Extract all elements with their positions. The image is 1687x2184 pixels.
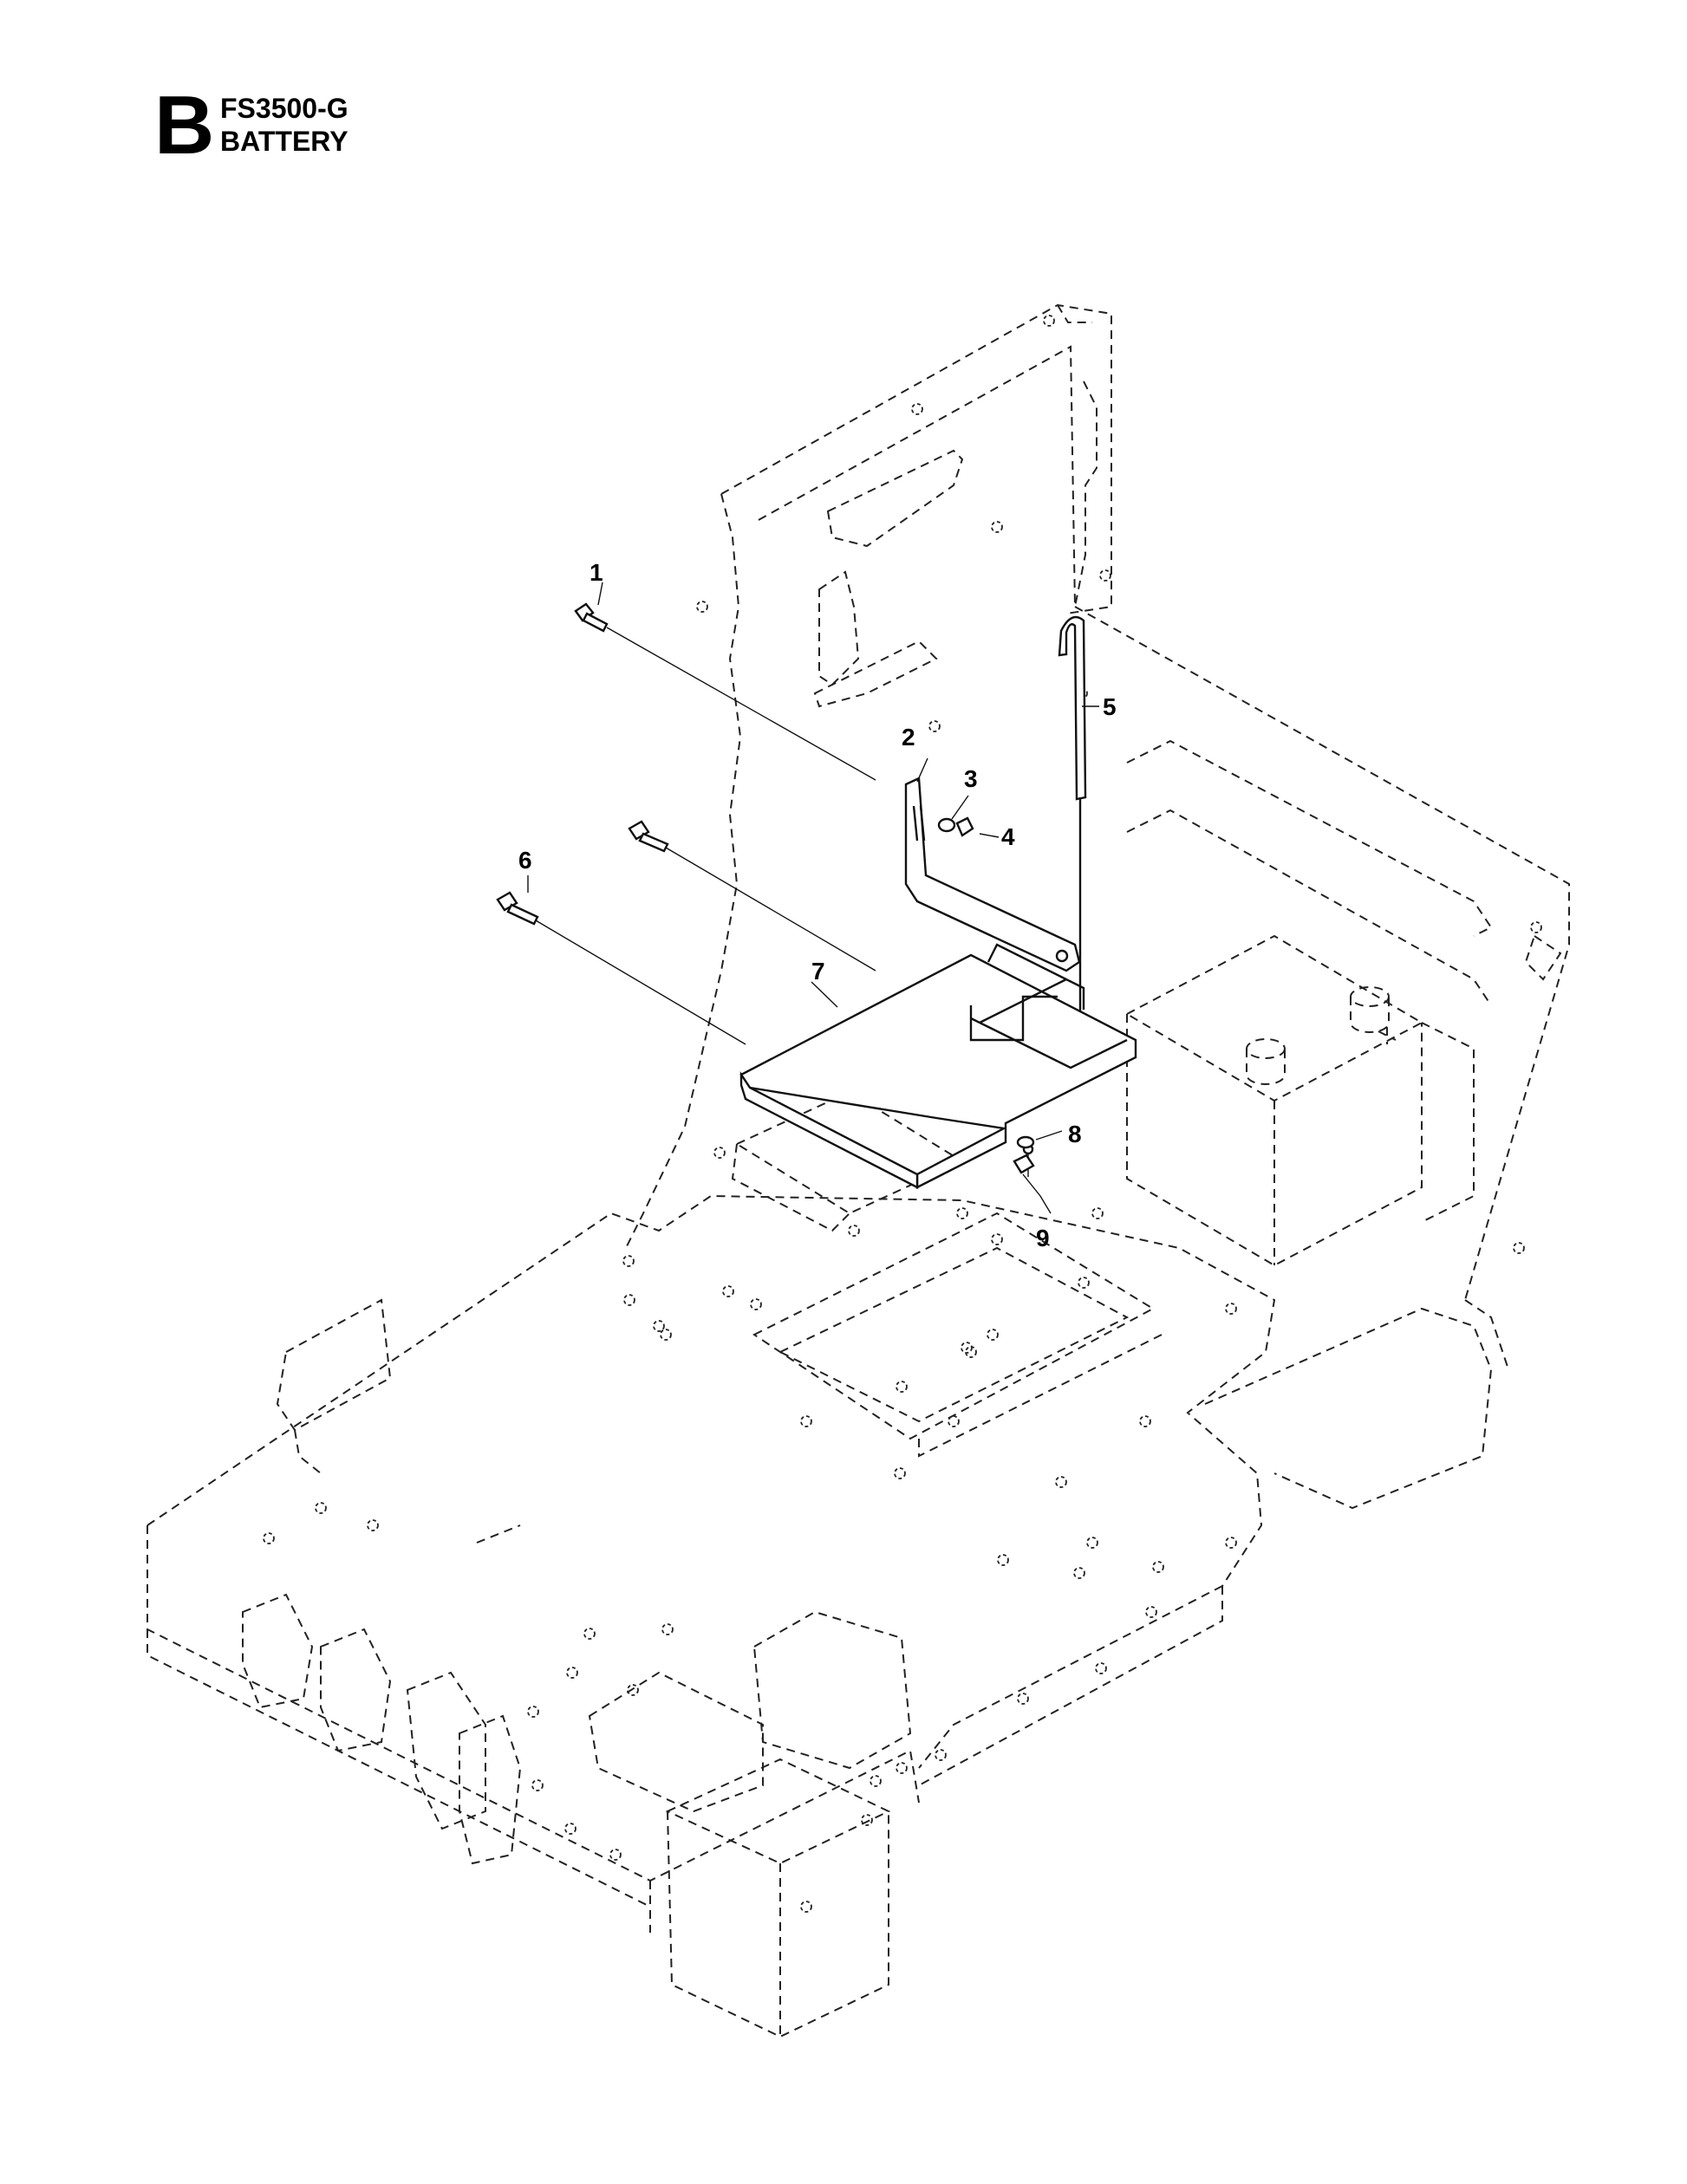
leader-line-3	[951, 795, 969, 820]
model-name: FS3500-G	[220, 93, 348, 124]
part-7-battery-tray	[739, 943, 1137, 1189]
callout-8: 8	[1068, 1121, 1082, 1147]
mounting-holes	[263, 315, 1542, 1913]
callout-2: 2	[902, 724, 915, 751]
part-3-washer	[937, 817, 956, 833]
part-4-nut	[955, 816, 974, 837]
callout-9: 9	[1036, 1225, 1050, 1251]
part-2-hold-down-bracket	[904, 777, 1081, 972]
part-8-washer	[1016, 1135, 1035, 1149]
diagram-title: BATTERY	[220, 126, 348, 157]
section-letter: B	[154, 79, 215, 172]
chassis-deck	[147, 1090, 1493, 2038]
leader-line-6b	[535, 920, 746, 1045]
battery	[1124, 934, 1475, 1267]
leader-line-1b	[597, 582, 603, 606]
callout-1: 1	[589, 559, 603, 586]
leader-line-6a	[665, 847, 876, 972]
part-1-bolt	[574, 602, 609, 633]
callout-7: 7	[811, 958, 825, 985]
part-9-nut	[1013, 1154, 1035, 1174]
leader-line-9	[1022, 1173, 1052, 1214]
callout-5: 5	[1103, 693, 1117, 720]
callout-3: 3	[964, 765, 978, 792]
upright-frame	[625, 303, 1570, 1370]
leader-line-2	[916, 757, 928, 783]
leader-line-8	[1035, 1130, 1063, 1141]
header-title-block: FS3500-G BATTERY	[220, 92, 348, 158]
callout-6: 6	[518, 847, 532, 874]
leader-line-1	[606, 627, 876, 781]
leader-line-7	[811, 981, 838, 1008]
leader-line-4	[979, 833, 1000, 838]
callout-4: 4	[1001, 823, 1015, 850]
part-6-bolt	[496, 820, 669, 926]
callout-labels: 1 2 3 4 5 6 7 8 9	[518, 559, 1117, 1251]
